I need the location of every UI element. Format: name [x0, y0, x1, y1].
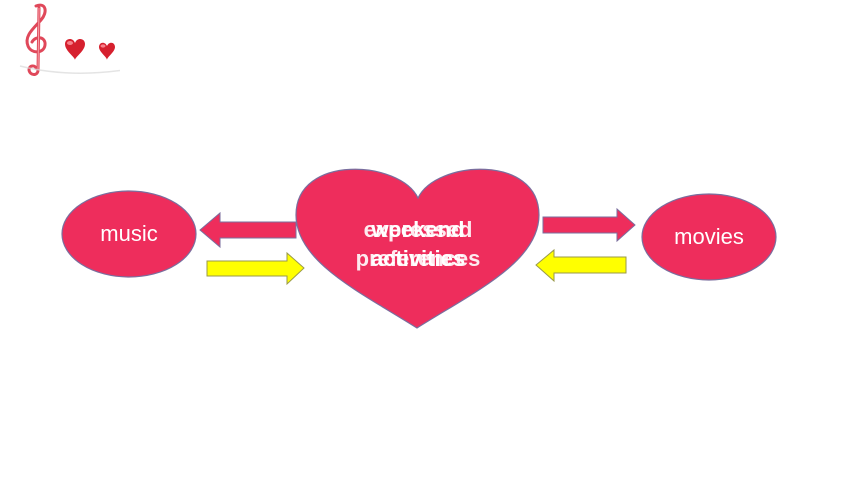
arrow-from-movies — [535, 248, 627, 283]
arrow-to-movies — [542, 207, 636, 243]
center-label-b-line2: preferences — [355, 246, 481, 271]
center-label-b: expressed preferences — [318, 215, 518, 273]
movies-label: movies — [674, 224, 744, 249]
arrow-to-music — [199, 211, 297, 249]
center-label-a-line1: weekend — [371, 217, 465, 242]
movies-node — [641, 193, 777, 281]
center-label-b-line1: expressed — [363, 217, 473, 242]
music-label: music — [100, 221, 158, 246]
center-label-a: weekend activities — [318, 215, 518, 273]
decoration-clef-hearts — [19, 3, 120, 76]
center-heart — [295, 168, 540, 329]
center-label-a-line2: activities — [370, 246, 466, 271]
music-node — [61, 190, 197, 278]
heart-icon — [99, 42, 115, 60]
arrow-from-music — [206, 251, 305, 286]
heart-icon — [65, 38, 85, 60]
treble-clef-icon — [25, 3, 47, 76]
